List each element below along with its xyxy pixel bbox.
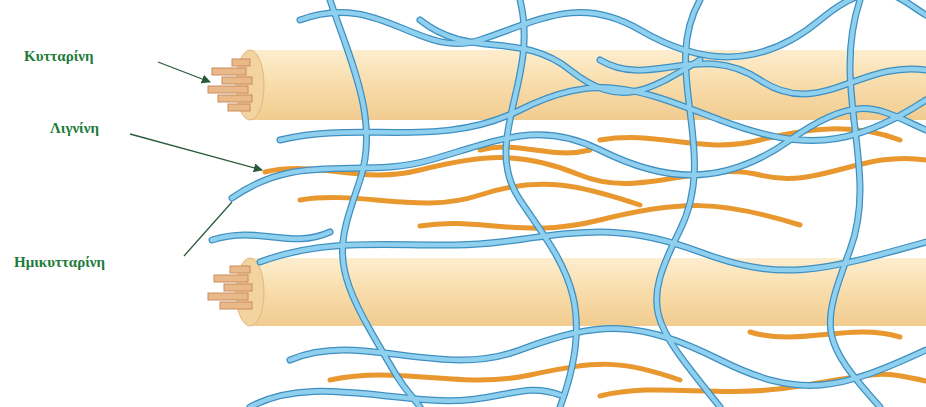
part-label: Ημικυτταρίνη [14, 253, 105, 271]
hemicellulose-strands [212, 0, 926, 407]
part-label: Λιγνίνη [50, 119, 99, 137]
leader-lines [130, 62, 262, 256]
cellulose-rod [208, 50, 926, 120]
part-label: Κυτταρίνη [24, 47, 94, 65]
